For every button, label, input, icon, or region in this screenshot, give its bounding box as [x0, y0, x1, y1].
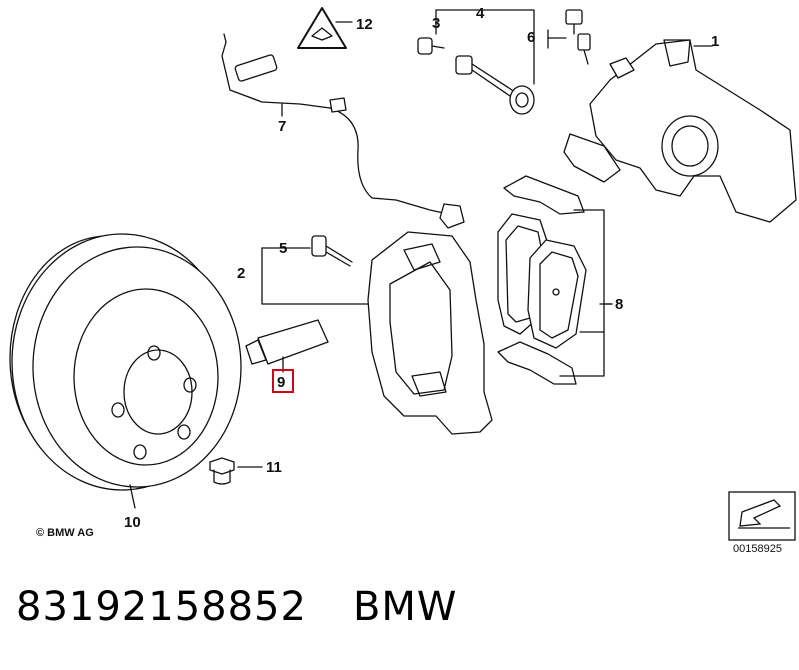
brand-name: BMW [352, 584, 458, 630]
callout-10: 10 [124, 514, 141, 531]
copyright-label: © BMW AG [36, 527, 94, 539]
wear-sensor [221, 41, 465, 229]
callout-6: 6 [527, 29, 535, 46]
brake-pads [497, 175, 613, 385]
brake-disc [9, 233, 242, 509]
disc-screw [209, 457, 263, 485]
callout-8: 8 [615, 296, 623, 313]
callout-9: 9 [277, 374, 285, 391]
caliper-bolt-set [417, 9, 535, 115]
grease-tube [245, 319, 329, 373]
diagram-number: 00158925 [733, 543, 782, 555]
warning-triangle [297, 7, 353, 49]
callout-12: 12 [356, 16, 373, 33]
callout-2: 2 [237, 265, 245, 282]
highlight-box-9 [272, 369, 294, 393]
brake-caliper [563, 39, 797, 223]
brake-carrier [367, 231, 493, 435]
bleed-screw [547, 9, 635, 79]
callout-11: 11 [266, 459, 282, 476]
callout-4: 4 [476, 5, 485, 22]
guide-bolt [311, 235, 353, 267]
callout-1: 1 [711, 33, 719, 50]
part-number: 83192158852 [16, 584, 307, 630]
caption: 83192158852 BMW [16, 584, 503, 630]
callout-7: 7 [278, 118, 286, 135]
direction-arrow-icon [728, 491, 796, 541]
callout-3: 3 [432, 15, 440, 32]
callout-5: 5 [279, 240, 287, 257]
